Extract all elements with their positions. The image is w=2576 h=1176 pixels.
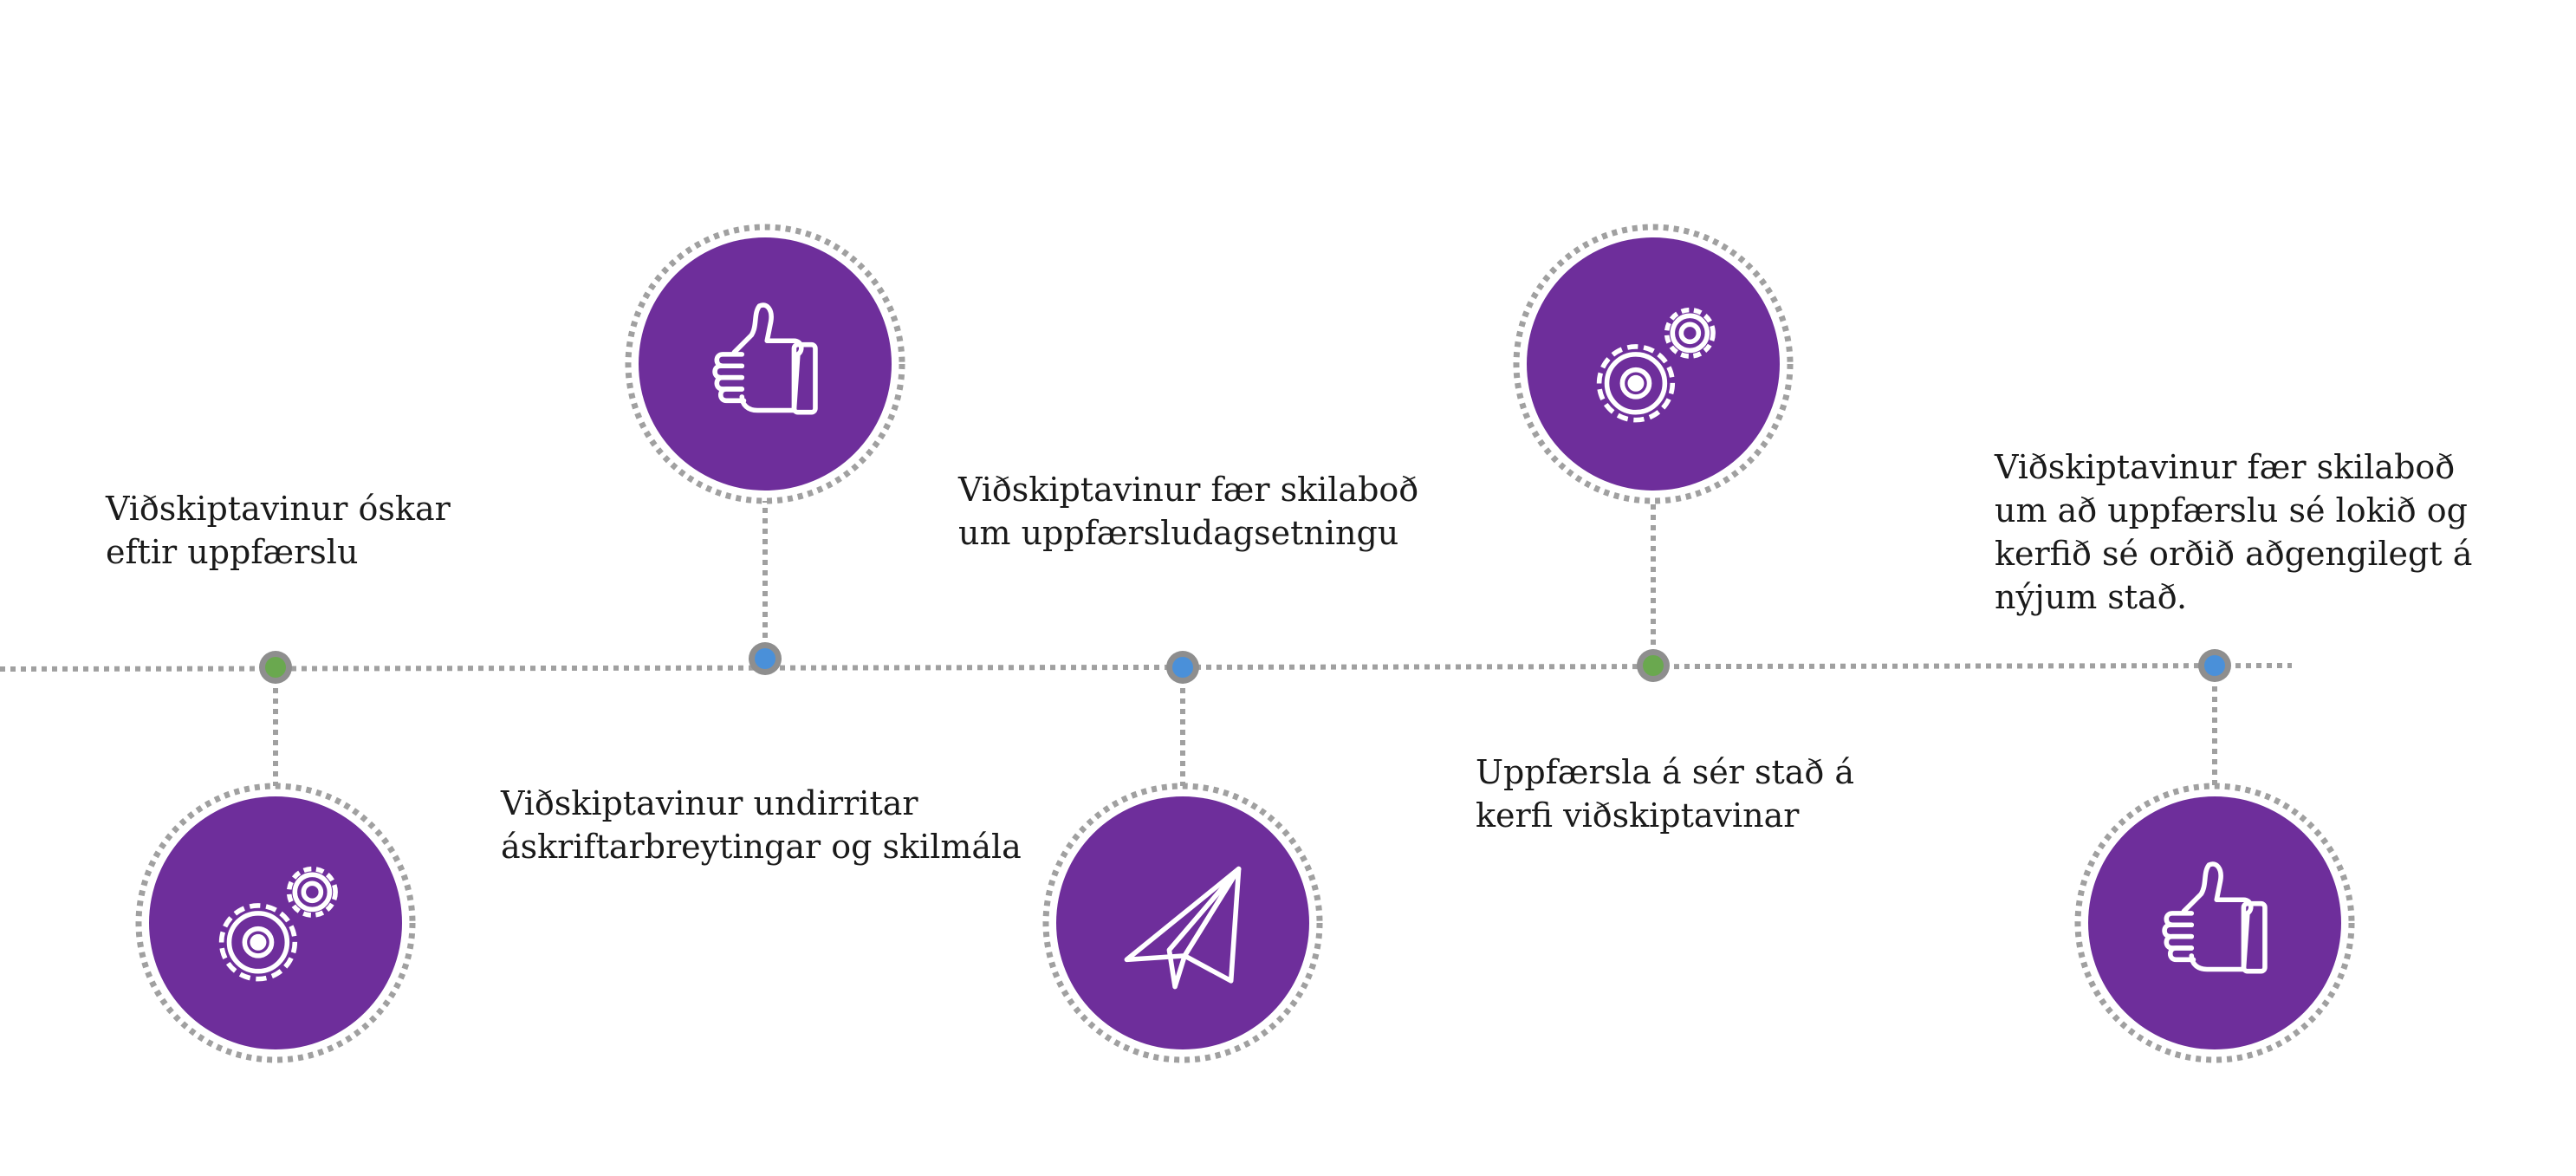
step-5-caption-line: kerfið sé orðið aðgengilegt á xyxy=(1995,535,2473,573)
step-3-badge-fill xyxy=(1056,796,1309,1049)
step-2-badge-fill xyxy=(639,237,892,491)
step-1-caption-line: Viðskiptavinur óskar xyxy=(106,490,451,528)
step-3-caption-line: um uppfærsludagsetningu xyxy=(958,514,1399,552)
step-3-node xyxy=(1172,657,1193,678)
step-4-caption-line: Uppfærsla á sér stað á xyxy=(1476,753,1855,791)
step-4-caption: Uppfærsla á sér stað á kerfi viðskiptavin… xyxy=(1476,750,1854,837)
step-1-caption: Viðskiptavinur óskar eftir uppfærslu xyxy=(106,487,451,574)
step-3-caption: Viðskiptavinur fær skilaboð um uppfærslud… xyxy=(958,468,1418,555)
step-4-badge-fill xyxy=(1527,237,1780,491)
step-1-badge-ring xyxy=(135,783,416,1063)
step-4-icon-badge xyxy=(1513,224,1794,504)
step-2-caption-line: Viðskiptavinur undirritar xyxy=(501,784,918,822)
step-5-caption-line: Viðskiptavinur fær skilaboð xyxy=(1995,448,2456,486)
step-1-node xyxy=(265,657,286,678)
step-5-caption-line: nýjum stað. xyxy=(1995,578,2188,616)
step-1-caption-line: eftir uppfærslu xyxy=(106,533,359,571)
step-5-caption-line: um að uppfærslu sé lokið og xyxy=(1995,491,2468,530)
step-5-node xyxy=(2204,655,2225,676)
step-4-node xyxy=(1643,655,1664,676)
step-5-badge-fill xyxy=(2088,796,2341,1049)
step-1-badge-fill xyxy=(149,796,402,1049)
step-2-icon-badge xyxy=(625,224,905,504)
step-2-caption-line: áskriftarbreytingar og skilmála xyxy=(501,828,1022,866)
step-5-caption: Viðskiptavinur fær skilaboð um að uppfærs… xyxy=(1995,445,2472,619)
timeline-axis xyxy=(0,663,2293,672)
step-2-badge-ring xyxy=(625,224,905,504)
step-2-node xyxy=(755,648,775,669)
step-4-badge-ring xyxy=(1513,224,1794,504)
step-3-icon-badge xyxy=(1042,783,1323,1063)
step-5-icon-badge xyxy=(2074,783,2355,1063)
step-2-caption: Viðskiptavinur undirritar áskriftarbreyti… xyxy=(501,782,1022,868)
step-3-badge-ring xyxy=(1042,783,1323,1063)
step-1-icon-badge xyxy=(135,783,416,1063)
step-4-caption-line: kerfi viðskiptavinar xyxy=(1476,796,1800,835)
step-3-caption-line: Viðskiptavinur fær skilaboð xyxy=(958,471,1419,509)
step-5-badge-ring xyxy=(2074,783,2355,1063)
